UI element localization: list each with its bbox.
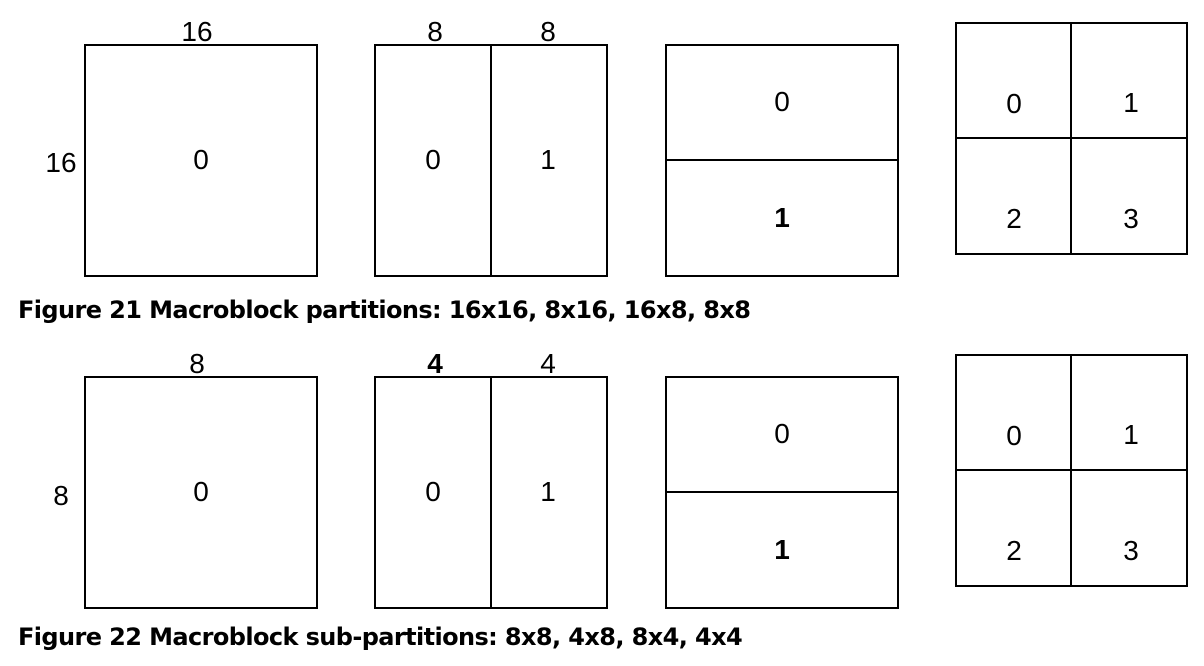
partition-index: 1 [540, 144, 556, 175]
split-line [490, 376, 492, 609]
split-line [955, 137, 1188, 139]
partition-index: 3 [1123, 203, 1139, 234]
width-label: 8 [189, 348, 205, 379]
right-width-label: 8 [540, 16, 556, 47]
partition-index: 0 [774, 418, 790, 449]
split-line [665, 491, 899, 493]
left-width-label: 8 [427, 16, 443, 47]
partition-index: 1 [540, 476, 556, 507]
partition-index: 1 [1123, 87, 1139, 118]
partition-index: 0 [1006, 88, 1022, 119]
partition-index: 0 [774, 86, 790, 117]
split-line [665, 159, 899, 161]
block-outline [84, 44, 318, 277]
figure-caption: Figure 22 Macroblock sub-partitions: 8x8… [18, 623, 743, 651]
height-label: 8 [53, 480, 69, 511]
split-line [955, 469, 1188, 471]
partition-index: 0 [1006, 420, 1022, 451]
block-outline [84, 376, 318, 609]
figure-caption: Figure 21 Macroblock partitions: 16x16, … [18, 296, 751, 324]
partition-index: 1 [774, 202, 790, 233]
partition-index: 1 [774, 534, 790, 565]
partition-index: 0 [425, 144, 441, 175]
left-width-label: 4 [427, 348, 443, 379]
partition-index: 0 [193, 144, 209, 175]
right-width-label: 4 [540, 348, 556, 379]
split-line [490, 44, 492, 277]
height-label: 16 [45, 147, 77, 178]
width-label: 16 [181, 16, 213, 47]
partition-index: 2 [1006, 535, 1022, 566]
partition-index: 0 [193, 476, 209, 507]
partition-index: 3 [1123, 535, 1139, 566]
partition-index: 2 [1006, 203, 1022, 234]
partition-index: 1 [1123, 419, 1139, 450]
partition-index: 0 [425, 476, 441, 507]
